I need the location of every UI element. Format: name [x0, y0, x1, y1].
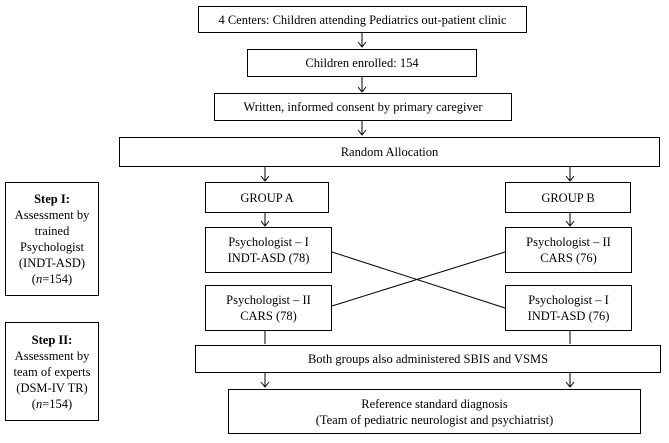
centers-box: 4 Centers: Children attending Pediatrics… — [198, 6, 527, 33]
step1-line4: (INDT-ASD) — [18, 256, 86, 270]
group-b-step1-line1: Psychologist – II — [526, 235, 611, 249]
group-a-step1-line2: INDT-ASD (78) — [227, 251, 310, 265]
step1-n-italic: n — [35, 272, 43, 286]
group-a-step2-line1: Psychologist – II — [226, 293, 311, 307]
step1-n-value: =154) — [42, 272, 73, 286]
group-a-label: GROUP A — [240, 190, 294, 205]
step2-box: Step II: Assessment by team of experts (… — [5, 322, 99, 421]
step1-line2: trained — [34, 224, 70, 238]
group-b-label: GROUP B — [541, 190, 595, 205]
enrolled-label: Children enrolled: 154 — [305, 56, 419, 70]
enrolled-box: Children enrolled: 154 — [247, 49, 477, 77]
group-b-step2-line1: Psychologist – I — [528, 293, 609, 307]
step1-title: Step I: — [34, 192, 70, 206]
both-groups-box: Both groups also administered SBIS and V… — [195, 345, 661, 373]
group-a-step2-box: Psychologist – II CARS (78) — [205, 285, 332, 331]
reference-line1: Reference standard diagnosis — [361, 396, 508, 411]
group-a-box: GROUP A — [205, 182, 329, 213]
consent-box: Written, informed consent by primary car… — [214, 93, 512, 121]
step1-line3: Psychologist — [20, 240, 84, 254]
step2-line2: team of experts — [13, 364, 91, 379]
step2-n-italic: n — [35, 396, 43, 411]
step1-box: Step I: Assessment by trained Psychologi… — [5, 182, 99, 296]
group-a-step1-line1: Psychologist – I — [228, 235, 309, 249]
reference-box: Reference standard diagnosis (Team of pe… — [228, 389, 641, 434]
group-b-step1-box: Psychologist – II CARS (76) — [505, 227, 632, 273]
group-a-step1-box: Psychologist – I INDT-ASD (78) — [205, 227, 332, 273]
random-allocation-box: Random Allocation — [119, 137, 660, 167]
step2-line3: (DSM-IV TR) — [16, 380, 88, 395]
step1-line1: Assessment by — [14, 208, 90, 222]
group-b-step1-line2: CARS (76) — [540, 251, 597, 265]
consent-label: Written, informed consent by primary car… — [243, 100, 483, 114]
both-groups-label: Both groups also administered SBIS and V… — [307, 352, 549, 366]
group-b-box: GROUP B — [505, 182, 631, 213]
step1-n: (n=154) — [31, 272, 73, 286]
step2-title: Step II: — [31, 332, 73, 347]
group-a-step2-line2: CARS (78) — [240, 309, 297, 323]
reference-line2: (Team of pediatric neurologist and psych… — [315, 412, 554, 427]
step2-line1: Assessment by — [14, 348, 90, 363]
step2-n-value: =154) — [42, 396, 73, 411]
centers-label: 4 Centers: Children attending Pediatrics… — [218, 12, 507, 27]
random-allocation-label: Random Allocation — [340, 145, 439, 159]
step2-n: (n=154) — [31, 396, 73, 411]
group-b-step2-line2: INDT-ASD (76) — [527, 309, 610, 323]
group-b-step2-box: Psychologist – I INDT-ASD (76) — [505, 285, 632, 331]
